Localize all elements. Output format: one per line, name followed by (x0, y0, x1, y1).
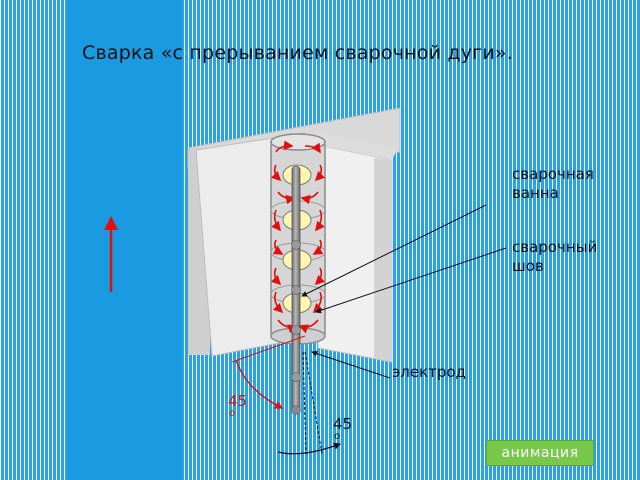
electrode (291, 165, 301, 415)
page-title: Сварка «с прерыванием сварочной дуги». (82, 42, 513, 64)
background-panel (67, 0, 182, 480)
leader-lines (301, 204, 507, 379)
angle-guides (231, 335, 342, 455)
weld-seam-label-line2: шов (512, 257, 544, 275)
angle-black-unit: о (334, 431, 341, 442)
weld-pool-label-line2: ванна (512, 184, 559, 202)
electrode-label: электрод (392, 363, 466, 381)
angle-label-black: 45 о (333, 416, 352, 442)
weld-pool-label-line1: сварочная (512, 165, 594, 183)
angle-black-value: 45 (333, 415, 353, 433)
angle-red-value: 45 (228, 392, 248, 410)
direction-arrow (104, 216, 118, 292)
weld-seam-label-line1: сварочный (512, 238, 598, 256)
animation-button[interactable]: анимация (486, 440, 594, 466)
side-plate (317, 132, 398, 363)
angle-label-red: 45 о (228, 393, 247, 419)
weld-pool-label: сварочная ванна (512, 165, 594, 203)
weld-seam-label: сварочный шов (512, 238, 597, 276)
angle-red-unit: о (229, 408, 236, 419)
